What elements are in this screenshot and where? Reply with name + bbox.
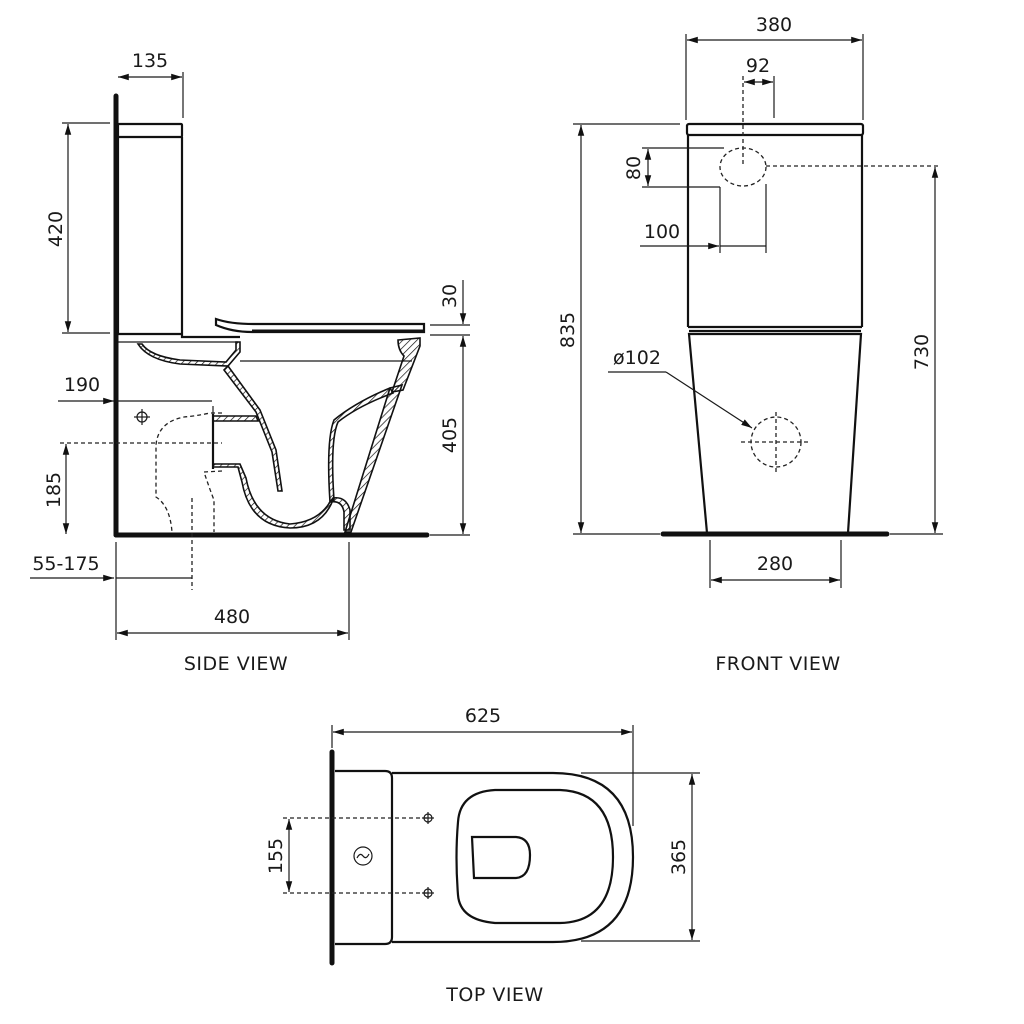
- dim-overall-width: 365: [668, 839, 690, 875]
- dim-inlet-opening-width: 100: [644, 221, 680, 243]
- dim-fixing-spacing: 155: [265, 838, 287, 874]
- cistern-front: [685, 122, 865, 333]
- flush-button-icon: [353, 846, 373, 866]
- hidden-outlet: [134, 409, 223, 590]
- dim-seat-thickness: 30: [439, 284, 461, 308]
- side-dimensions: 135 420 30 405 190 185: [30, 50, 470, 640]
- dim-inlet-center-height: 730: [911, 334, 933, 370]
- front-view: 380 92 80 100 835: [557, 14, 943, 675]
- dim-cistern-depth: 135: [132, 50, 168, 72]
- dim-outlet-height: 185: [43, 472, 65, 508]
- front-dimensions: 380 92 80 100 835: [557, 14, 943, 588]
- dim-pan-depth: 480: [214, 606, 250, 628]
- dim-inlet-opening-height: 80: [623, 156, 645, 180]
- pan-front: [687, 332, 863, 535]
- dim-overall-length: 625: [465, 705, 501, 727]
- front-view-label: FRONT VIEW: [715, 653, 840, 675]
- dim-cistern-height: 420: [45, 211, 67, 247]
- top-dimensions: 625 155 365: [265, 705, 700, 942]
- seat-side: [214, 317, 426, 334]
- cistern-top: [335, 769, 394, 946]
- pan-side: [118, 337, 421, 533]
- top-view-label: TOP VIEW: [445, 984, 543, 1006]
- pan-top: [392, 771, 635, 944]
- outlet-circle: [741, 412, 810, 474]
- side-view-label: SIDE VIEW: [184, 653, 288, 675]
- dim-base-width: 280: [757, 553, 793, 575]
- dim-cistern-width: 380: [756, 14, 792, 36]
- dim-inlet-offset: 92: [746, 55, 770, 77]
- waterway: [470, 835, 532, 880]
- side-view: 135 420 30 405 190 185: [30, 50, 470, 675]
- dim-outlet-diameter: ø102: [613, 347, 661, 369]
- dim-inlet-height: 190: [64, 374, 100, 396]
- fixing-points: [283, 812, 434, 899]
- dim-pan-height: 405: [439, 417, 461, 453]
- cistern-side: [116, 122, 240, 339]
- seat-opening: [455, 788, 615, 925]
- dim-outlet-setout: 55-175: [32, 553, 99, 575]
- dim-overall-height: 835: [557, 312, 579, 348]
- top-view: 625 155 365 TOP VIEW: [265, 705, 700, 1006]
